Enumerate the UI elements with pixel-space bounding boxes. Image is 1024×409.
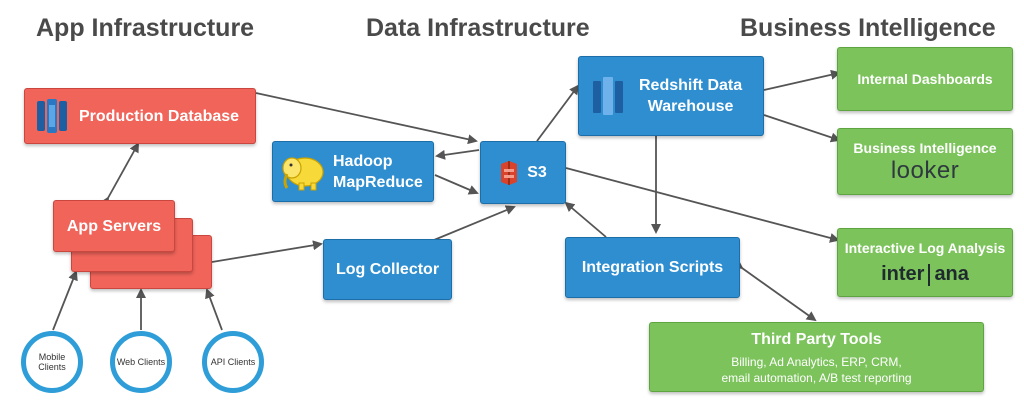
edge-logcollector-s3: [433, 205, 516, 241]
mobile-clients-label: Mobile Clients: [38, 352, 66, 372]
log-collector-node[interactable]: Log Collector: [323, 239, 452, 300]
business-intelligence-label: Business Intelligence: [853, 139, 997, 156]
interana-logo-left: inter: [881, 263, 925, 285]
api-clients-node[interactable]: API Clients: [202, 331, 264, 393]
redshift-warehouse-label: Redshift Data Warehouse: [639, 75, 742, 117]
mobile-clients-node[interactable]: Mobile Clients: [21, 331, 83, 393]
looker-logo: looker: [890, 156, 960, 184]
redshift-warehouse-node[interactable]: Redshift Data Warehouse: [578, 56, 764, 136]
internal-dashboards-label: Internal Dashboards: [857, 71, 993, 87]
edge-redshift-bi: [763, 114, 841, 143]
redshift-icon: [593, 77, 623, 115]
interactive-log-analysis-node[interactable]: Interactive Log Analysis inter ana: [837, 228, 1013, 297]
hadoop-elephant-icon: [282, 156, 324, 190]
app-servers-node[interactable]: App Servers: [53, 200, 175, 252]
s3-node[interactable]: S3: [480, 141, 566, 204]
edge-redshift-dashboards: [763, 69, 841, 91]
edge-integration-s3: [564, 201, 607, 238]
interana-logo-right: ana: [934, 263, 969, 285]
edge-api-appservers: [205, 288, 223, 331]
edge-s3-hadoop: [435, 149, 480, 160]
section-title-bi: Business Intelligence: [740, 14, 996, 42]
edge-appservers-proddb: [99, 142, 139, 208]
app-servers-label: App Servers: [66, 217, 162, 235]
web-clients-label: Web Clients: [116, 357, 166, 367]
log-collector-label: Log Collector: [335, 261, 440, 278]
aws-s3-icon: [501, 160, 518, 185]
database-icon: [37, 99, 67, 133]
third-party-tools-line1: Billing, Ad Analytics, ERP, CRM,: [731, 354, 902, 369]
edge-appservers-logcollector: [211, 240, 323, 263]
production-database-node[interactable]: Production Database: [24, 88, 256, 144]
production-database-label: Production Database: [79, 107, 240, 125]
edge-hadoop-s3: [434, 174, 479, 195]
edge-proddb-s3: [255, 92, 478, 145]
hadoop-label-line2: MapReduce: [333, 173, 423, 191]
api-clients-label: API Clients: [210, 357, 256, 367]
web-clients-node[interactable]: Web Clients: [110, 331, 172, 393]
third-party-tools-line2: email automation, A/B test reporting: [721, 370, 912, 385]
redshift-label-line1: Redshift Data: [639, 77, 743, 94]
edge-s3-redshift: [536, 84, 580, 142]
hadoop-mapreduce-label: Hadoop MapReduce: [333, 151, 423, 193]
hadoop-label-line1: Hadoop: [333, 152, 393, 170]
edge-mobile-appservers: [52, 270, 78, 331]
edge-integration-thirdparty: [732, 259, 817, 322]
internal-dashboards-node[interactable]: Internal Dashboards: [837, 47, 1013, 111]
edge-s3-interana: [565, 167, 840, 243]
third-party-tools-node[interactable]: Third Party Tools Billing, Ad Analytics,…: [649, 322, 984, 392]
hadoop-mapreduce-node[interactable]: Hadoop MapReduce: [272, 141, 434, 202]
interana-logo: inter ana: [881, 263, 969, 286]
s3-label: S3: [527, 164, 547, 181]
redshift-label-line2: Warehouse: [647, 98, 734, 115]
third-party-tools-title: Third Party Tools: [751, 330, 882, 348]
section-title-app: App Infrastructure: [36, 14, 255, 42]
section-title-data: Data Infrastructure: [366, 14, 590, 42]
interactive-log-analysis-label: Interactive Log Analysis: [844, 240, 1006, 256]
interana-logo-divider: [928, 263, 931, 286]
business-intelligence-node[interactable]: Business Intelligence looker: [837, 128, 1013, 195]
integration-scripts-node[interactable]: Integration Scripts: [565, 237, 740, 298]
integration-scripts-label: Integration Scripts: [581, 259, 724, 276]
